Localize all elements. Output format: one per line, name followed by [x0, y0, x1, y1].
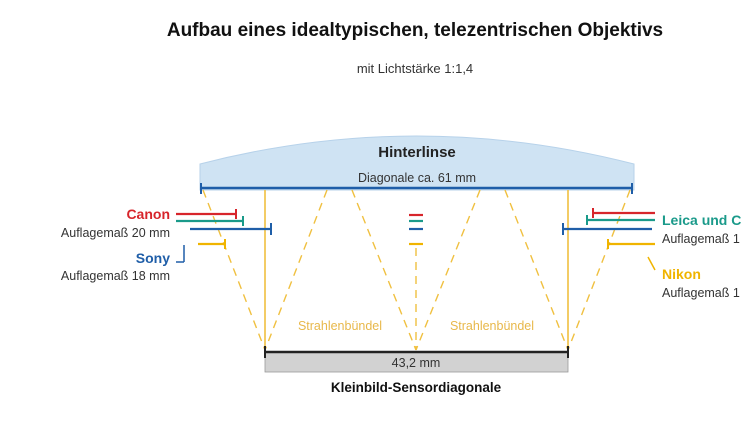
diagram-title: Aufbau eines idealtypischen, telezentris… [167, 20, 663, 41]
converging-rays [202, 189, 631, 351]
nikon-flange-label: Auflagemaß 1 [662, 286, 740, 300]
beam-label-left: Strahlenbündel [298, 319, 382, 333]
sony-flange-label: Auflagemaß 18 mm [61, 269, 170, 283]
diagram-subtitle: mit Lichtstärke 1:1,4 [357, 61, 473, 76]
rear-lens-label: Hinterlinse [378, 144, 456, 161]
left-mount-lines [176, 209, 272, 263]
sensor-size-label: 43,2 mm [392, 356, 441, 370]
right-mount-lines [562, 208, 656, 271]
nikon-label: Nikon [662, 266, 701, 282]
vertical-rays [264, 190, 569, 350]
leica-flange-label: Auflagemaß 1 [662, 232, 740, 246]
sony-label: Sony [136, 250, 170, 266]
canon-flange-label: Auflagemaß 20 mm [61, 226, 170, 240]
center-mount-marks [409, 213, 423, 246]
sensor-caption: Kleinbild-Sensordiagonale [331, 380, 502, 395]
rear-lens [199, 135, 635, 191]
lens-diagonal-label: Diagonale ca. 61 mm [358, 171, 476, 185]
canon-label: Canon [126, 206, 170, 222]
beam-label-right: Strahlenbündel [450, 319, 534, 333]
leica-label: Leica und C [662, 212, 741, 228]
